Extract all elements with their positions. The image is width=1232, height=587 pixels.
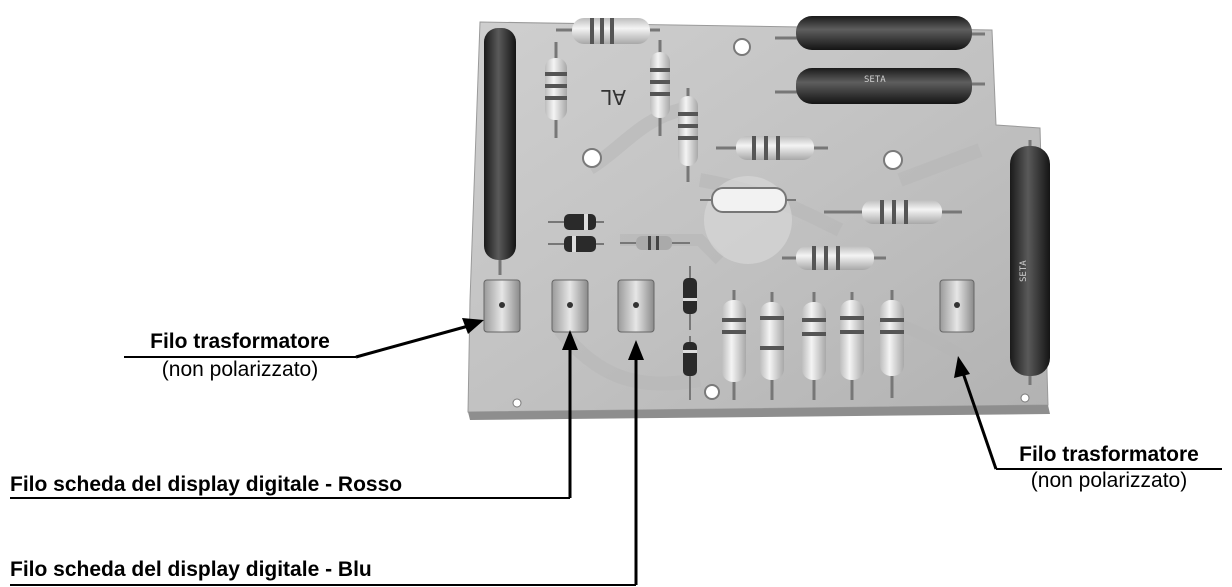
resistor-vertical-1 [545, 42, 567, 138]
callout-transformer-left [124, 318, 484, 359]
neon-lamp [700, 176, 796, 264]
label-title: Filo trasformatore [1019, 443, 1199, 466]
label-title: Filo trasformatore [150, 330, 330, 353]
label-subtitle: (non polarizzato) [161, 358, 319, 381]
label-display-wire-blue: Filo scheda del display digitale - Blu [10, 558, 372, 582]
label-display-wire-red: Filo scheda del display digitale - Rosso [10, 473, 402, 497]
label-transformer-wire-right: Filo trasformatore (non polarizzato) [996, 443, 1222, 493]
resistor-vertical-3 [678, 88, 698, 182]
callout-display-red [10, 330, 578, 499]
resistor-middle-3 [782, 246, 886, 270]
power-resistor-left [484, 28, 516, 275]
resistor-vertical-2 [650, 40, 670, 136]
callout-transformer-right [954, 356, 1222, 470]
diode-4 [683, 336, 697, 400]
small-resistor [620, 236, 690, 250]
label-title: Filo scheda del display digitale - Rosso [10, 473, 403, 496]
power-resistor-top-1 [775, 16, 985, 50]
connector-tab-2 [551, 279, 589, 333]
label-title: Filo scheda del display digitale - Blu [10, 558, 372, 581]
callout-display-blue [10, 340, 644, 586]
resistor-print-top: SETA [864, 75, 886, 85]
connector-tab-3 [617, 279, 655, 333]
connector-tab-1 [483, 279, 521, 333]
diode-2 [548, 236, 604, 252]
resistor-print-right: SETA [1019, 260, 1029, 282]
resistor-middle-1 [716, 136, 828, 160]
label-transformer-wire-left: Filo trasformatore (non polarizzato) [124, 330, 356, 382]
power-resistor-right [1010, 140, 1050, 385]
resistor-top [556, 18, 660, 44]
resistor-middle-2 [824, 200, 962, 224]
diode-3 [683, 266, 697, 330]
power-resistor-top-2 [775, 68, 985, 104]
diode-1 [548, 214, 604, 230]
label-subtitle: (non polarizzato) [1030, 469, 1188, 492]
connector-tab-4 [939, 279, 975, 333]
board-handwriting: AL [600, 85, 626, 109]
resistor-row [722, 290, 904, 400]
